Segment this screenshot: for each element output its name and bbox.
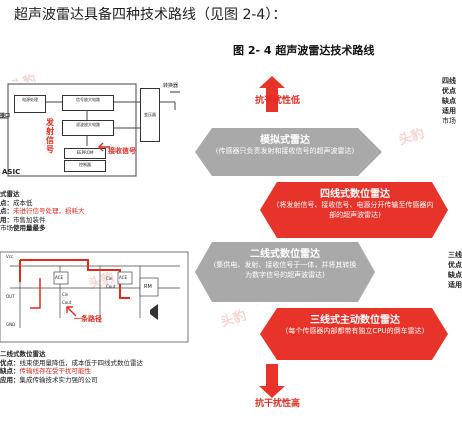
note-row: 用：市售加装件 xyxy=(0,215,46,224)
right-edge-notes-2: 三线 优点 缺点 适用 xyxy=(448,251,462,289)
asic-label: ASIC xyxy=(2,168,21,176)
analog-radar-notes: 式雷达 点：成本低 点：未进行信号处理，损耗大 用：市售加装件 市场使用量最多 xyxy=(0,190,190,233)
tx-signal-label: 发射信号 xyxy=(46,118,54,154)
pin-vcc: Vcc xyxy=(6,254,14,259)
right-edge-notes-1: 四线 优点 缺点 适用 市场 xyxy=(442,77,456,125)
note-row: 式雷达 xyxy=(0,190,20,198)
note-row: 缺点：传输线存在受干扰可能性 xyxy=(0,367,91,375)
note-row: 二线式数位雷达 xyxy=(0,350,46,358)
watermark: 头豹 xyxy=(396,126,427,149)
route-two-wire: 二线式数位雷达 (集供电、发射、接收信号于一体，并将其转换为数字信号的超声波雷达… xyxy=(212,248,358,280)
two-wire-radar-notes: 二线式数位雷达 优点：线束使用量降低，成本低于四线式数位雷达 缺点：传输线存在受… xyxy=(0,350,205,384)
block-filter-amp: 滤波放大电路 xyxy=(62,120,114,136)
route-analog: 模拟式雷达 (传感器只负责发射和接收信号的超声波雷达) xyxy=(212,134,358,157)
figure-title: 图 2- 4 超声波雷达技术路线 xyxy=(233,44,375,57)
pin-cin: Cin xyxy=(62,292,69,297)
two-wire-radar-circuit: Vcc OUT GND Cin Cin Cout Cout ACE ACE RM… xyxy=(0,248,190,344)
chip-ace: ACE xyxy=(55,275,63,280)
watermark: 头豹 xyxy=(218,308,249,331)
route-four-wire: 四线式数位雷达 (将发射信号、接收信号、电源分开传输至传感器内部的超声波雷达) xyxy=(276,188,434,220)
low-interference-label: 抗干扰性低 xyxy=(255,96,301,106)
note-row: 应用：集成传输技术实力强的公司 xyxy=(0,375,98,384)
two-wire-circuit-wires xyxy=(0,251,189,343)
circuit-wires xyxy=(0,83,180,177)
rx-arrow-icon xyxy=(98,142,110,152)
route-desc: (将发射信号、接收信号、电源分开传输至传感器内部的超声波雷达) xyxy=(276,201,434,219)
pin-cout: Cout xyxy=(106,284,116,289)
rx-signal-label: 接收信号 xyxy=(108,147,136,155)
route-desc: (每个传感器内部都带有独立CPU的倒车雷达) xyxy=(285,327,425,335)
pin-out: OUT xyxy=(6,294,15,299)
route-three-wire-active: 三线式主动数位雷达 (每个传感器内部都带有独立CPU的倒车雷达) xyxy=(276,314,434,337)
pin-cin: Cin xyxy=(106,276,113,281)
analog-radar-circuit: 电源处理 信号放大电路 滤波放大电路 EEPROM 控制器 变压器 转换器 接口… xyxy=(0,82,192,184)
route-desc: (集供电、发射、接收信号于一体，并将其转换为数字信号的超声波雷达) xyxy=(213,261,357,279)
block-signal-amp: 信号放大电路 xyxy=(62,95,114,111)
route-title: 二线式数位雷达 xyxy=(250,249,320,260)
intro-text: 超声波雷达具备四种技术路线（见图 2-4）： xyxy=(14,7,287,23)
chip-ace: ACE xyxy=(119,275,127,280)
route-title: 模拟式雷达 xyxy=(260,135,310,146)
note-row: 市场使用量最多 xyxy=(0,224,46,232)
pin-cout: Cout xyxy=(62,300,72,305)
block-eeprom: EEPROM xyxy=(64,148,106,159)
high-interference-label: 抗干扰性高 xyxy=(255,399,301,409)
route-title: 四线式数位雷达 xyxy=(320,189,390,200)
pin-gnd: GND xyxy=(6,322,16,327)
route-desc: (传感器只负责发射和接收信号的超声波雷达) xyxy=(215,147,355,155)
route-title: 三线式主动数位雷达 xyxy=(310,315,400,326)
bottom-arrow-icon xyxy=(259,364,285,398)
path-arrow-icon xyxy=(66,306,77,317)
block-controller: 控制器 xyxy=(64,160,106,172)
switch-label: 转换器 xyxy=(163,83,179,89)
note-row: 点：未进行信号处理，损耗大 xyxy=(0,207,85,215)
note-row: 优点：线束使用量降低，成本低于四线式数位雷达 xyxy=(0,358,143,367)
path-label: 一条路径 xyxy=(74,315,102,323)
block-power: 电源处理 xyxy=(14,95,46,113)
block-transformer: 变压器 xyxy=(140,88,160,142)
interface-label: 接口 xyxy=(0,113,11,119)
note-row: 点：成本低 xyxy=(0,198,33,207)
chip-rm: RM xyxy=(144,284,152,290)
